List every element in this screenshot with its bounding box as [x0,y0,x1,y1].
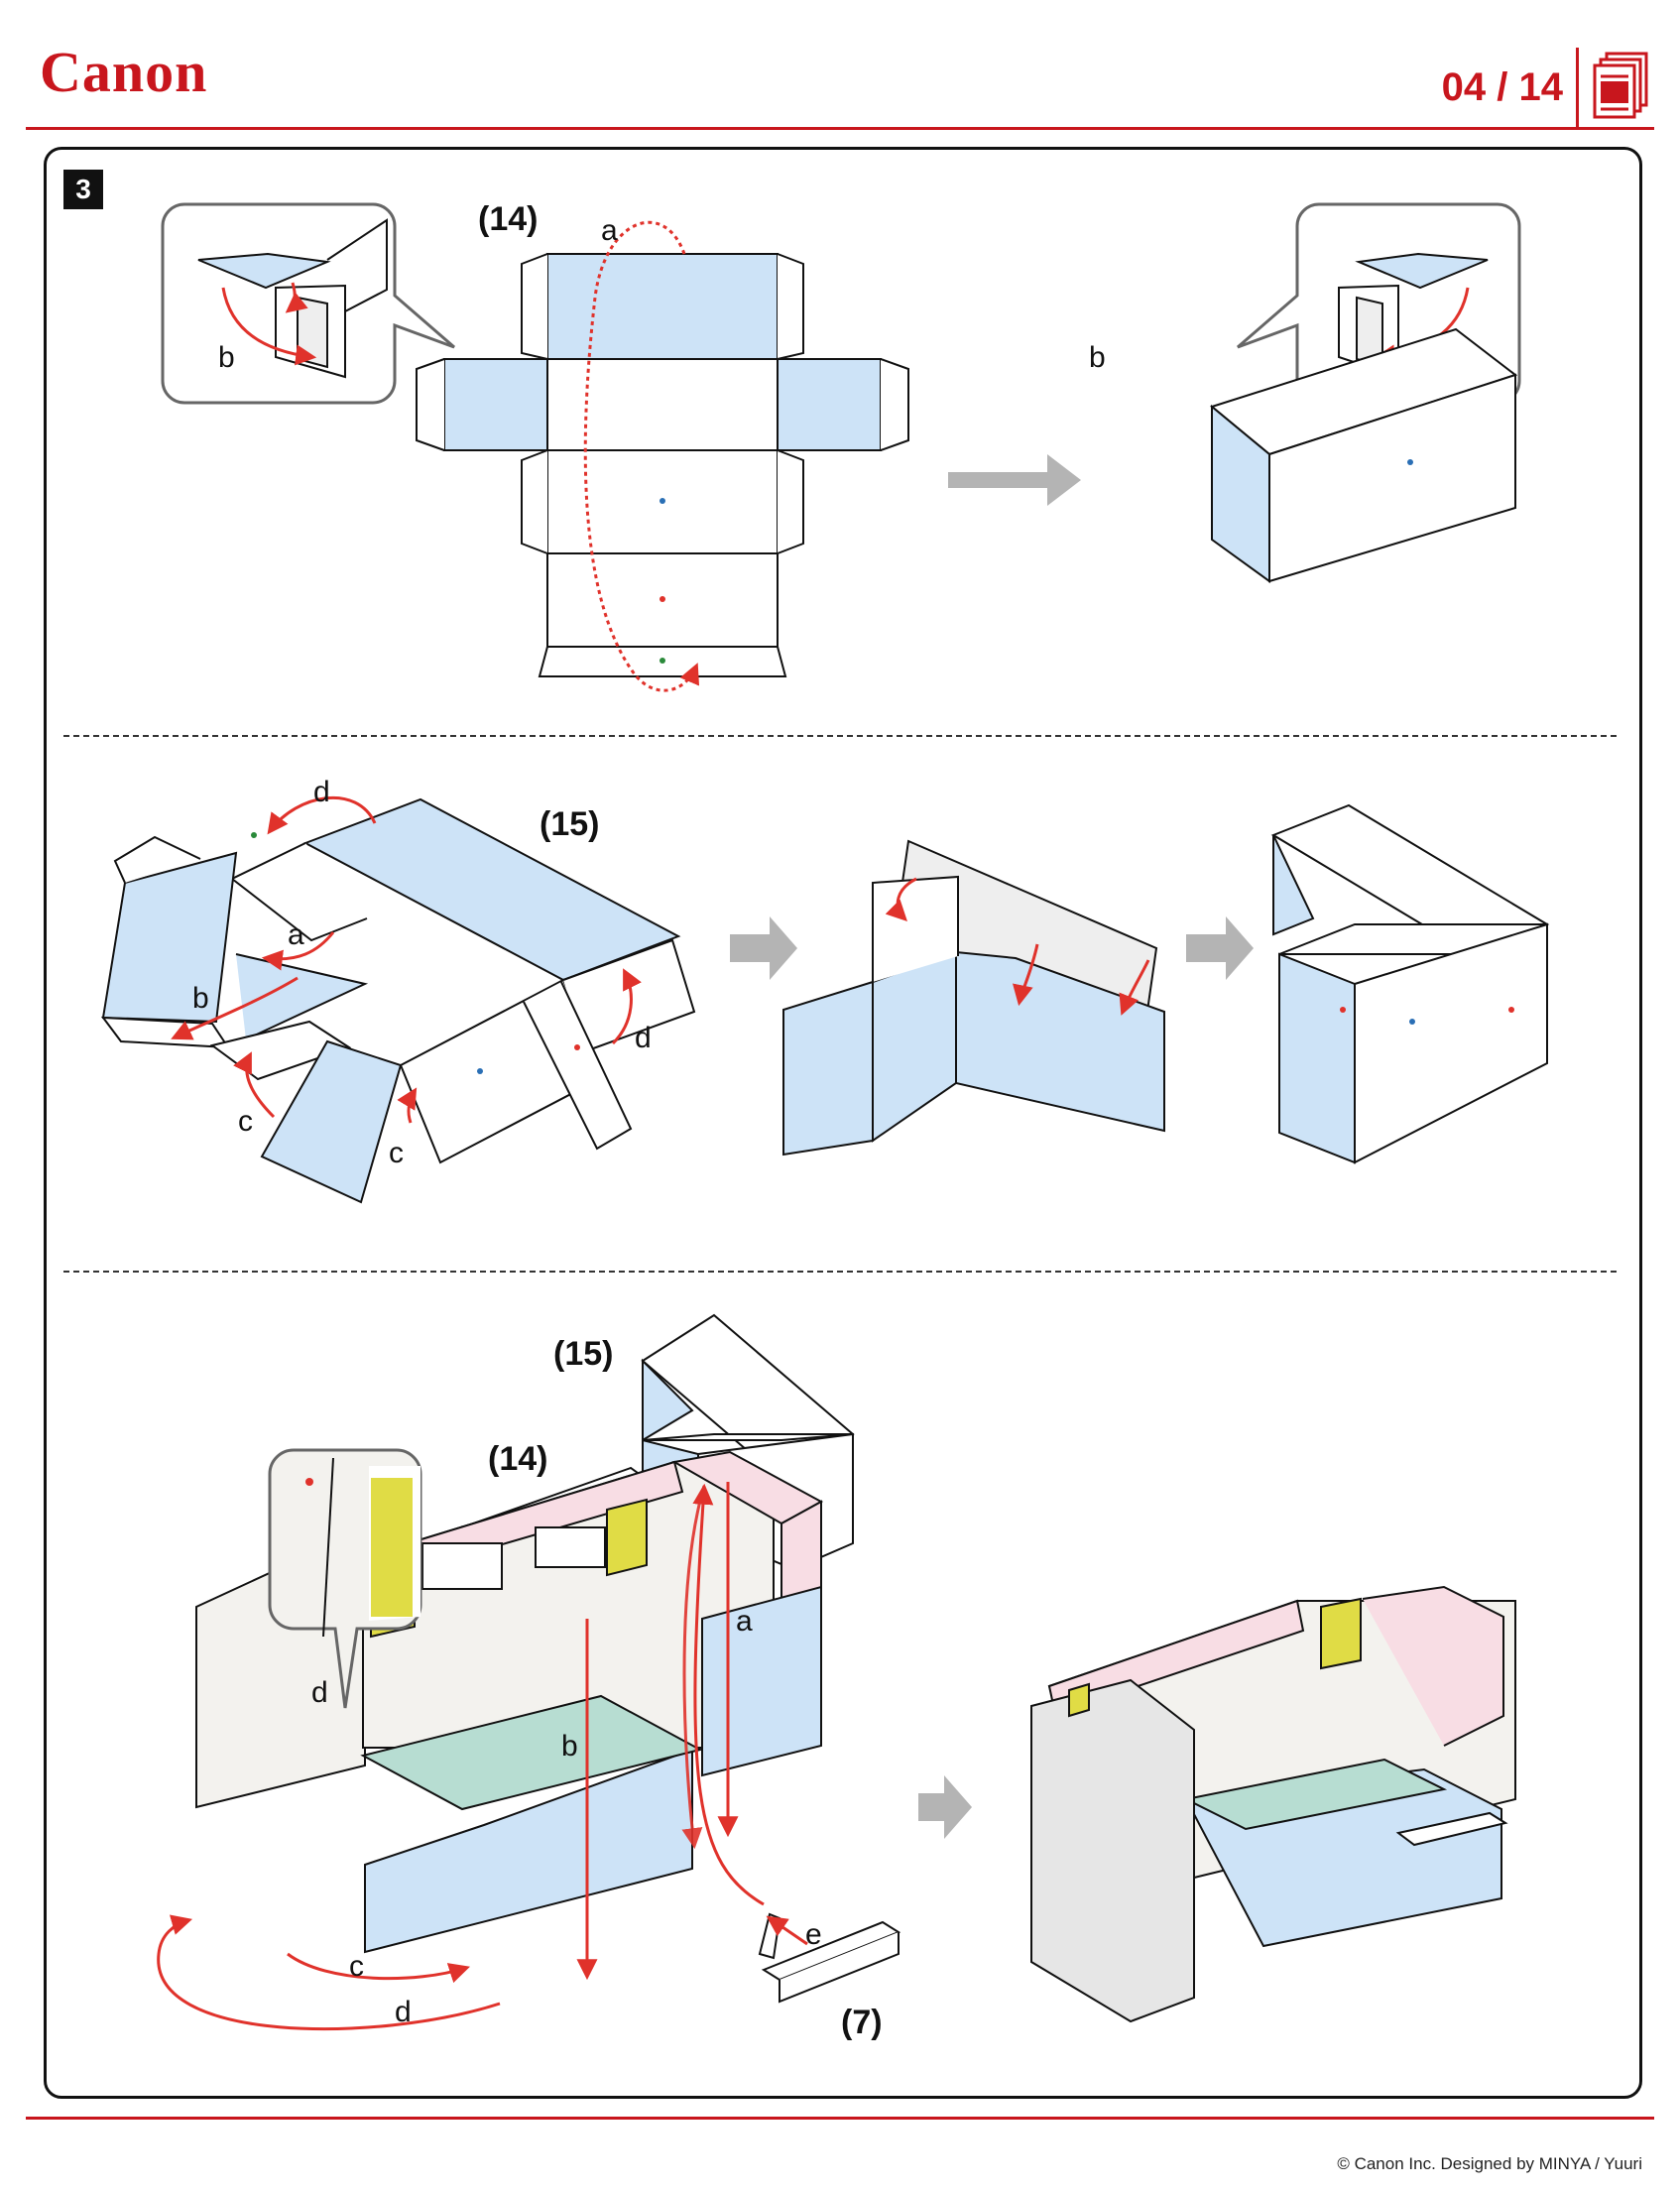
panel-divider-1 [63,735,1617,737]
fold-label-c-bottom: c [349,1950,364,1983]
fold-label-d-right: d [635,1022,652,1054]
van-body-exploded [195,1450,824,1954]
fold-label-a-bottom: a [736,1605,753,1638]
fold-label-c-right: c [389,1137,404,1169]
footer-rule [26,2117,1654,2120]
header-rule [26,127,1654,130]
box-14-assembled [1209,327,1518,583]
fold-label-d-bottom: d [395,1996,412,2028]
pages-icon[interactable] [1593,52,1650,121]
part-label-15-bottom: (15) [553,1335,614,1373]
fold-label-b-bottom: b [561,1730,578,1763]
fold-label-d-top: d [313,776,330,808]
canon-logo: Canon [40,40,208,104]
fold-label-a-middle: a [288,918,304,951]
fold-label-e-bottom: e [805,1918,822,1951]
detail-bubble-bottom [268,1448,422,1709]
fold-label-b-right: b [1089,341,1106,374]
part-label-14-bottom: (14) [488,1440,548,1478]
next-step-arrow-3 [1186,916,1254,980]
part-label-15-middle: (15) [540,805,600,843]
header-separator [1576,48,1579,127]
next-step-arrow-2 [730,916,797,980]
net-14 [416,253,909,677]
net-15 [100,797,696,1204]
page-indicator: 04 / 14 [1441,65,1563,109]
part-label-14-top: (14) [478,200,539,238]
panel-divider-2 [63,1271,1617,1273]
fold-label-d-bubble: d [311,1676,328,1709]
part-7-bench [758,1912,901,2004]
fold-label-b-middle: b [192,982,209,1015]
next-step-arrow-4 [918,1775,972,1839]
part-label-7-bottom: (7) [841,2004,883,2041]
fold-label-a-top: a [601,214,618,247]
van-interior-assembled [1030,1585,1516,2023]
detail-bubble-left [161,202,455,405]
instruction-frame [44,147,1642,2099]
step-number-badge: 3 [63,170,103,209]
footer-credit: © Canon Inc. Designed by MINYA / Yuuri [1337,2154,1642,2173]
next-step-arrow-1 [948,454,1081,506]
fold-label-b-left: b [218,341,235,374]
part-15-folding [782,839,1165,1157]
fold-label-c-left: c [238,1105,253,1138]
part-15-assembled [1270,803,1550,1164]
